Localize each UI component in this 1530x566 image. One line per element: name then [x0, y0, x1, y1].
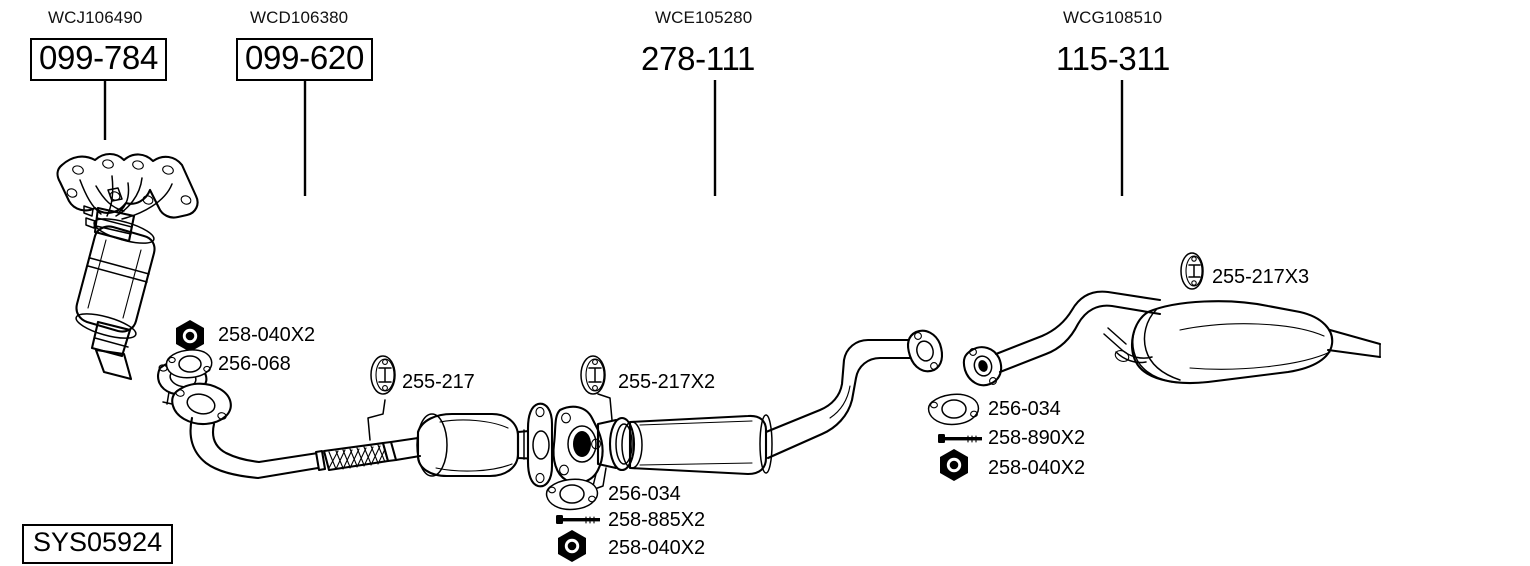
hardware-label-258-040X2-centre: 258-040X2 [608, 537, 705, 559]
hardware-label-255-217X2: 255-217X2 [618, 371, 715, 393]
part-number-3: 278-111 [641, 40, 756, 77]
gasket-icon-256-068 [165, 349, 213, 379]
rubber-hanger-icon-255-217X2 [580, 355, 606, 395]
gasket-icon-256-034-rear [927, 393, 980, 426]
rear-silencer-assembly [962, 290, 1382, 387]
bolt-icon-258-885X2 [556, 515, 600, 524]
hardware-label-255-217X3: 255-217X3 [1212, 266, 1309, 288]
gasket-icon-256-034-centre [545, 478, 599, 511]
part-number-4: 115-311 [1056, 40, 1171, 77]
nut-icon-258-040X2-centre [558, 530, 586, 562]
hardware-label-256-034-rear: 256-034 [988, 398, 1061, 420]
system-id-label: SYS05924 [22, 524, 174, 564]
centre-pipe-assembly [552, 329, 944, 491]
rubber-hanger-icon-255-217X3 [1180, 252, 1204, 290]
hardware-label-255-217: 255-217 [402, 371, 475, 393]
nut-icon-manifold [176, 320, 204, 352]
hardware-label-256-068: 256-068 [218, 353, 291, 375]
hardware-label-258-885X2: 258-885X2 [608, 509, 705, 531]
flex-braid-pattern [328, 444, 387, 470]
hardware-label-258-040X2-rear: 258-040X2 [988, 457, 1085, 479]
oem-code-4: WCG108510 [1063, 8, 1163, 27]
front-pipe-assembly [171, 382, 554, 488]
oem-code-3: WCE105280 [655, 8, 753, 27]
oem-code-1: WCJ106490 [48, 8, 143, 27]
nut-icon-258-040X2-rear [940, 449, 968, 481]
part-number-2: 099-620 [236, 38, 374, 81]
hardware-label-258-890X2: 258-890X2 [988, 427, 1085, 449]
part-number-1: 099-784 [30, 38, 168, 81]
hardware-label-258-040X2-manifold: 258-040X2 [218, 324, 315, 346]
rubber-hanger-icon-255-217 [370, 355, 396, 395]
oem-code-2: WCD106380 [250, 8, 349, 27]
bolt-icon-258-890X2 [938, 434, 982, 443]
hardware-label-256-034-centre: 256-034 [608, 483, 681, 505]
